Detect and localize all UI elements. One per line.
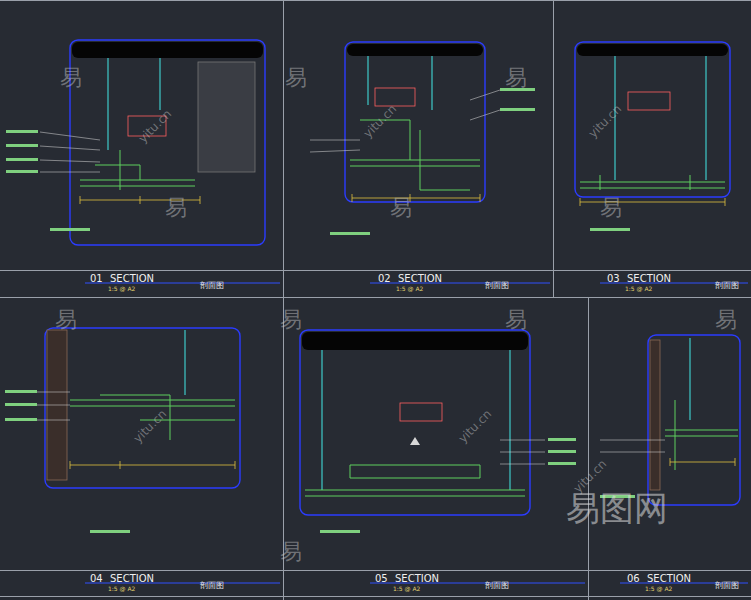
leader-lines [10, 90, 665, 464]
drawing-type: 剖面图 [485, 282, 509, 291]
section-number: 02 [378, 273, 391, 284]
section-number: 04 [90, 573, 103, 584]
section-frames [45, 40, 740, 515]
section-title: SECTION [647, 573, 691, 584]
ceiling-slabs [72, 42, 728, 350]
section-number: 01 [90, 273, 103, 284]
hatched-walls [47, 62, 660, 490]
watermark: 易 [165, 196, 187, 220]
watermark: 易 [505, 308, 527, 332]
drawing-type: 剖面图 [715, 282, 739, 291]
drawing-type: 剖面图 [485, 582, 509, 591]
drawing-type: 剖面图 [200, 582, 224, 591]
watermark: 易 [280, 540, 302, 564]
watermark: 易 [600, 196, 622, 220]
scale-note: 1:5 @ A2 [396, 286, 423, 293]
scale-note: 1:5 @ A2 [108, 286, 135, 293]
watermark: 易 [280, 308, 302, 332]
section-number: 06 [627, 573, 640, 584]
watermark-url: yitu.cn [456, 408, 494, 446]
watermark: 易 [60, 66, 82, 90]
watermark: 易 [285, 66, 307, 90]
hangers [108, 56, 706, 490]
ceiling-profiles [70, 120, 738, 496]
watermark: 易 [715, 308, 737, 332]
section-title: SECTION [398, 273, 442, 284]
watermark: 易 [505, 66, 527, 90]
note-marks [5, 88, 635, 533]
detail-accents [128, 88, 670, 445]
drawing-type: 剖面图 [715, 582, 739, 591]
section-title: SECTION [627, 273, 671, 284]
dimension-lines [70, 194, 735, 469]
scale-note: 1:5 @ A2 [108, 586, 135, 593]
watermark-url: yitu.cn [586, 103, 624, 141]
section-title: SECTION [395, 573, 439, 584]
section-title: SECTION [110, 273, 154, 284]
scale-note: 1:5 @ A2 [625, 286, 652, 293]
section-number: 03 [607, 273, 620, 284]
drawing-type: 剖面图 [200, 282, 224, 291]
watermark: 易 [390, 196, 412, 220]
watermark-url: yitu.cn [136, 108, 174, 146]
watermark: 易 [55, 308, 77, 332]
section-number: 05 [375, 573, 388, 584]
watermark-logo: 易图网 [566, 490, 668, 527]
scale-note: 1:5 @ A2 [393, 586, 420, 593]
watermark-url: yitu.cn [131, 408, 169, 446]
watermark-url: yitu.cn [361, 103, 399, 141]
scale-note: 1:5 @ A2 [645, 586, 672, 593]
section-title: SECTION [110, 573, 154, 584]
